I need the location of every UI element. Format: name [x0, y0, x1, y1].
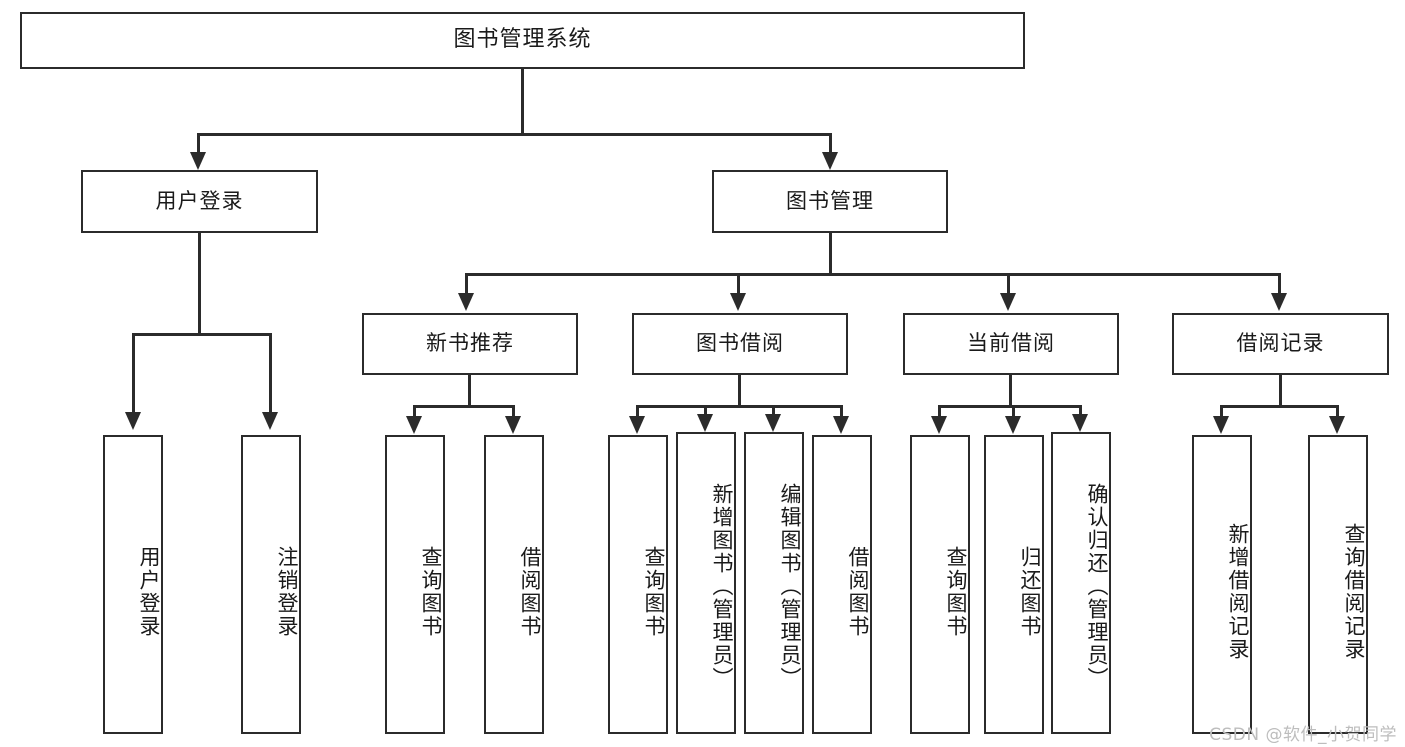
arrow-root-to-user-login — [190, 152, 206, 170]
connector-bb-to-leaf4 — [840, 405, 843, 419]
connector-user-login-to-leaf2 — [269, 333, 272, 415]
node-label: 图书管理 — [786, 188, 874, 213]
connector-current-borrow-trunk — [1009, 375, 1012, 407]
leaf-borrow-lend-book[interactable]: 借阅图书 — [812, 435, 872, 734]
node-root-book-management-system[interactable]: 图书管理系统 — [20, 12, 1025, 69]
leaf-current-query-book[interactable]: 查询图书 — [910, 435, 970, 734]
node-user-login[interactable]: 用户登录 — [81, 170, 318, 233]
connector-root-to-user-login — [197, 133, 200, 155]
node-label: 图书借阅 — [696, 331, 784, 356]
leaf-borrow-edit-book-admin[interactable]: 编辑图书（管理员） — [744, 432, 804, 734]
node-label: 用户登录 — [137, 545, 161, 638]
leaf-user-login[interactable]: 用户登录 — [103, 435, 163, 734]
arrow-bm-to-new-book-rec — [458, 293, 474, 311]
node-current-borrow[interactable]: 当前借阅 — [903, 313, 1119, 375]
node-label: 查询图书 — [419, 545, 443, 638]
leaf-current-return-book[interactable]: 归还图书 — [984, 435, 1044, 734]
connector-bm-to-current-borrow — [1007, 273, 1010, 295]
connector-br-to-leaf1 — [1220, 405, 1223, 419]
node-label: 新书推荐 — [426, 331, 514, 356]
connector-bb-to-leaf3 — [772, 405, 775, 419]
arrow-bb-to-leaf4 — [833, 416, 849, 434]
node-borrow-record[interactable]: 借阅记录 — [1172, 313, 1389, 375]
connector-bm-to-borrow-record — [1278, 273, 1281, 295]
node-label: 查询借阅记录 — [1342, 522, 1366, 661]
connector-current-borrow-bus — [938, 405, 1081, 408]
node-book-manage[interactable]: 图书管理 — [712, 170, 948, 233]
connector-book-borrow-trunk — [738, 375, 741, 407]
connector-bm-to-new-book-rec — [465, 273, 468, 295]
node-label: 查询图书 — [944, 545, 968, 638]
arrow-root-to-book-manage — [822, 152, 838, 170]
leaf-record-query-borrow-record[interactable]: 查询借阅记录 — [1308, 435, 1368, 734]
connector-cb-to-leaf3 — [1079, 405, 1082, 419]
leaf-current-confirm-return-admin[interactable]: 确认归还（管理员） — [1051, 432, 1111, 734]
connector-cb-to-leaf1 — [938, 405, 941, 419]
connector-borrow-record-trunk — [1279, 375, 1282, 407]
connector-user-login-to-leaf1 — [132, 333, 135, 415]
connector-root-trunk — [521, 69, 524, 133]
arrow-user-login-to-leaf2 — [262, 412, 278, 430]
connector-new-book-rec-trunk — [468, 375, 471, 407]
node-label: 编辑图书（管理员） — [778, 482, 802, 690]
node-label: 注销登录 — [275, 545, 299, 638]
node-new-book-recommendation[interactable]: 新书推荐 — [362, 313, 578, 375]
connector-bm-to-book-borrow — [737, 273, 740, 295]
node-label: 新增图书（管理员） — [710, 482, 734, 690]
arrow-bb-to-leaf3 — [765, 414, 781, 432]
connector-bb-to-leaf1 — [636, 405, 639, 419]
leaf-user-logout[interactable]: 注销登录 — [241, 435, 301, 734]
arrow-nbr-to-leaf2 — [505, 416, 521, 434]
arrow-nbr-to-leaf1 — [406, 416, 422, 434]
arrow-user-login-to-leaf1 — [125, 412, 141, 430]
node-label: 新增借阅记录 — [1226, 522, 1250, 661]
leaf-borrow-add-book-admin[interactable]: 新增图书（管理员） — [676, 432, 736, 734]
connector-new-book-rec-bus — [413, 405, 515, 408]
node-label: 归还图书 — [1018, 545, 1042, 638]
arrow-bm-to-current-borrow — [1000, 293, 1016, 311]
connector-bb-to-leaf2 — [704, 405, 707, 419]
node-label: 图书管理系统 — [453, 27, 592, 53]
node-label: 确认归还（管理员） — [1085, 482, 1109, 690]
connector-user-login-bus — [132, 333, 271, 336]
leaf-borrow-query-book[interactable]: 查询图书 — [608, 435, 668, 734]
arrow-br-to-leaf1 — [1213, 416, 1229, 434]
connector-user-login-trunk — [198, 233, 201, 335]
arrow-br-to-leaf2 — [1329, 416, 1345, 434]
leaf-recommend-borrow-book[interactable]: 借阅图书 — [484, 435, 544, 734]
node-label: 当前借阅 — [967, 331, 1055, 356]
node-label: 用户登录 — [155, 188, 244, 213]
connector-nbr-to-leaf1 — [413, 405, 416, 419]
arrow-bm-to-borrow-record — [1271, 293, 1287, 311]
arrow-cb-to-leaf3 — [1072, 414, 1088, 432]
arrow-cb-to-leaf2 — [1005, 416, 1021, 434]
connector-borrow-record-bus — [1220, 405, 1339, 408]
connector-book-manage-bus — [465, 273, 1281, 276]
arrow-bb-to-leaf2 — [697, 414, 713, 432]
leaf-record-add-borrow-record[interactable]: 新增借阅记录 — [1192, 435, 1252, 734]
connector-root-to-book-manage — [829, 133, 832, 155]
arrow-cb-to-leaf1 — [931, 416, 947, 434]
arrow-bm-to-book-borrow — [730, 293, 746, 311]
connector-cb-to-leaf2 — [1012, 405, 1015, 419]
csdn-watermark: CSDN @软件_小贺同学 — [1209, 725, 1397, 745]
node-label: 借阅记录 — [1236, 331, 1325, 356]
connector-br-to-leaf2 — [1336, 405, 1339, 419]
node-book-borrow[interactable]: 图书借阅 — [632, 313, 848, 375]
connector-book-borrow-bus — [636, 405, 842, 408]
node-label: 查询图书 — [642, 545, 666, 638]
connector-book-manage-trunk — [829, 233, 832, 275]
connector-nbr-to-leaf2 — [512, 405, 515, 419]
node-label: 借阅图书 — [518, 545, 542, 638]
arrow-bb-to-leaf1 — [629, 416, 645, 434]
connector-root-bus — [197, 133, 831, 136]
leaf-recommend-query-book[interactable]: 查询图书 — [385, 435, 445, 734]
node-label: 借阅图书 — [846, 545, 870, 638]
